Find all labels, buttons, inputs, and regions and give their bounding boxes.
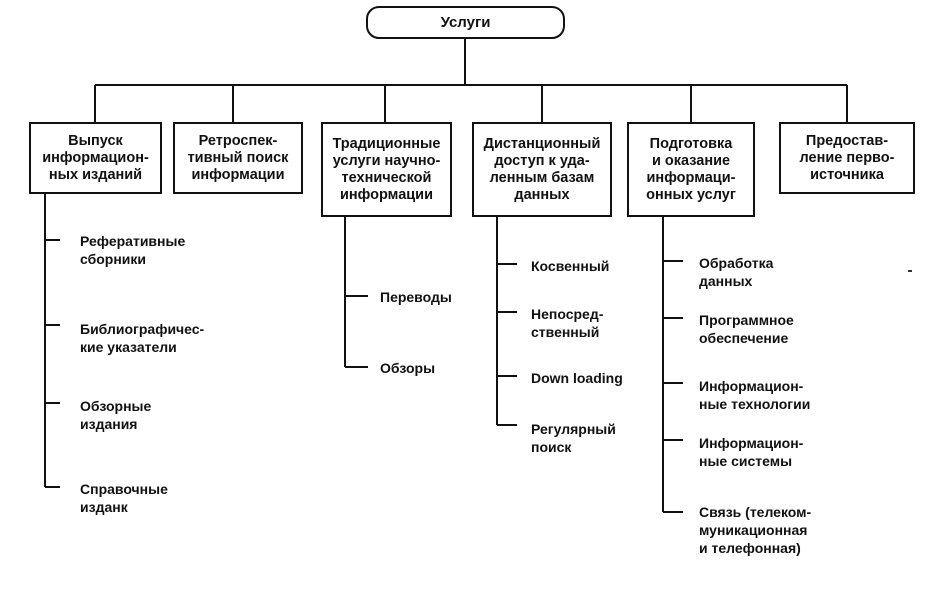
leaf-software: Программное обеспечение: [699, 312, 794, 346]
category-node-remote-access: Дистанционный доступ к уда- ленным базам…: [472, 122, 612, 217]
category-node-traditional-services: Традиционные услуги научно- технической …: [321, 122, 452, 217]
leaf-communications: Связь (телеком- муникационная и телефонн…: [699, 504, 812, 556]
leaf-reviews: Обзоры: [380, 360, 436, 376]
leaf-data-processing: Обработка данных: [699, 255, 774, 289]
leaf-reference-publications: Справочные изданк: [80, 481, 168, 515]
scan-speck: [908, 270, 912, 272]
category-node-primary-source: Предостав- ление перво- источника: [779, 122, 915, 194]
leaf-bibliographic-indexes: Библиографичес- кие указатели: [80, 321, 205, 355]
leaf-abstract-collections: Реферативные сборники: [80, 233, 186, 267]
category-node-retrospective-search: Ретроспек- тивный поиск информации: [173, 122, 303, 194]
leaf-direct: Непосред- ственный: [531, 306, 604, 340]
category-node-info-services: Подготовка и оказание информаци- онных у…: [627, 122, 755, 217]
leaf-downloading: Down loading: [531, 370, 623, 386]
leaf-info-systems: Информацион- ные системы: [699, 435, 804, 469]
root-node-services: Услуги: [366, 6, 565, 39]
leaf-review-publications: Обзорные издания: [80, 398, 152, 432]
leaf-translations: Переводы: [380, 289, 452, 305]
leaf-regular-search: Регулярный поиск: [531, 421, 616, 455]
leaf-info-technologies: Информацион- ные технологии: [699, 378, 811, 412]
leaf-indirect: Косвенный: [531, 258, 610, 274]
category-node-publications: Выпуск информацион- ных изданий: [29, 122, 162, 194]
